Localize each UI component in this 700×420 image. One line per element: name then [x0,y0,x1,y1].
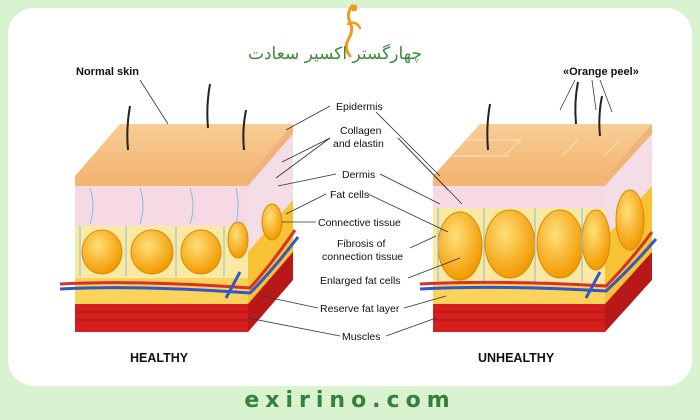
healthy-hair [206,83,211,129]
unhealthy-enlarged-fat-cells [437,189,645,281]
label-healthy: HEALTHY [130,351,189,365]
healthy-vein [59,236,300,295]
footer-url[interactable]: exirino.com [244,388,456,413]
label-dermis: Dermis [342,169,375,181]
label-epidermis: Epidermis [336,101,383,113]
label-enlarged-fat-cells: Enlarged fat cells [320,275,401,287]
unhealthy-vein [419,238,658,293]
brand-logo-text: چهارگستر اکسیر سعادت [247,44,422,64]
healthy-side-muscle [248,252,293,332]
unhealthy-skin-block [419,81,658,332]
unhealthy-hair [598,95,603,137]
label-connective-tissue: Connective tissue [318,217,401,229]
label-fibrosis: Fibrosis of [337,238,386,250]
healthy-side-dermis [248,134,293,252]
label-reserve-fat-layer: Reserve fat layer [320,303,400,315]
healthy-skin-block [59,83,300,332]
label-fat-cells: Fat cells [330,189,369,201]
unhealthy-side-muscle [605,252,652,332]
unhealthy-front-muscle [433,304,605,332]
label-collagen: Collagen [340,125,382,137]
leader-lines [139,79,613,337]
unhealthy-fibrosis-strands [437,208,583,282]
healthy-hair [126,105,131,151]
unhealthy-front-epidermis [433,176,605,186]
unhealthy-side-epidermis [605,124,652,186]
healthy-epidermis-top [75,124,293,176]
unhealthy-artery [419,231,654,288]
healthy-hair [242,109,247,151]
unhealthy-hair [486,103,491,151]
unhealthy-front-dermis [433,186,605,208]
unhealthy-hair [574,81,579,125]
healthy-fat-cells [81,203,283,275]
healthy-front-epidermis [75,176,248,186]
healthy-side-epidermis [248,124,293,186]
label-connection-tissue: connection tissue [322,251,403,263]
healthy-artery [59,229,297,290]
healthy-connective-strands [79,187,239,276]
brand-logo-figure [344,4,362,58]
label-muscles: Muscles [342,331,381,343]
healthy-front-dermis [75,186,248,226]
healthy-front-muscle [75,304,248,332]
label-normal-skin: Normal skin [76,66,139,78]
label-and-elastin: and elastin [333,138,384,150]
label-orange-peel: «Orange peel» [563,66,639,78]
label-unhealthy: UNHEALTHY [478,351,555,365]
